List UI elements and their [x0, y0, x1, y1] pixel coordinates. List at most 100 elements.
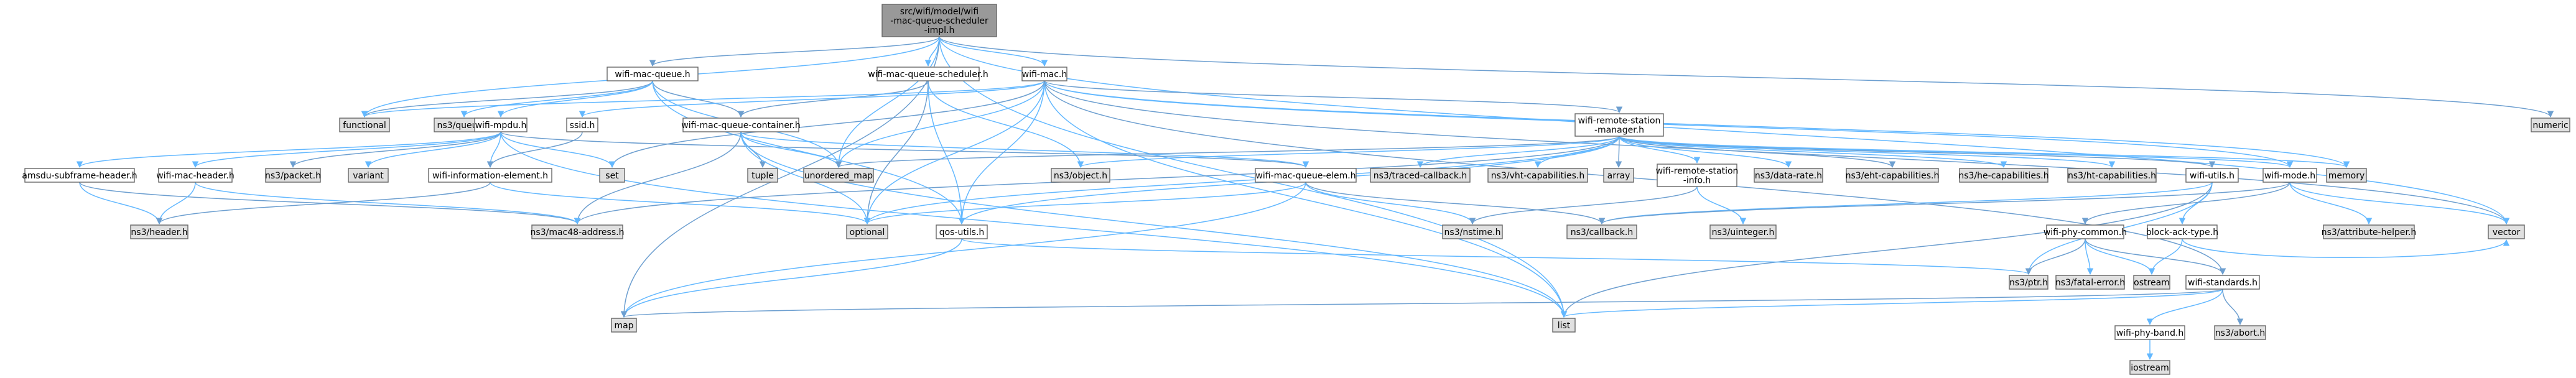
node-label: wifi-mac-queue-scheduler.h — [868, 70, 988, 80]
node-box — [2067, 168, 2157, 183]
edge-root-to-map — [620, 36, 940, 318]
edge-wmpdu-to-nspacket — [289, 131, 501, 168]
node-box — [846, 224, 888, 239]
node-wpb[interactable]: wifi-phy-band.h — [2114, 325, 2185, 340]
edge-wmqc-to-umap — [740, 131, 842, 168]
node-label: -manager.h — [1594, 126, 1644, 136]
node-box — [1566, 224, 1637, 239]
node-label: numeric — [2532, 121, 2568, 131]
node-label: wifi-mac-queue-container.h — [681, 121, 800, 131]
node-label: ns3/mac48-address.h — [531, 228, 625, 237]
edge-wstd-to-list — [1561, 288, 2223, 318]
node-label: ns3/object.h — [1054, 171, 1107, 181]
node-label: qos-utils.h — [939, 228, 985, 237]
edge-wmac-to-memory — [1044, 80, 2350, 168]
node-label: ns3/fatal-error.h — [2055, 278, 2125, 288]
edge-root-to-wmac — [939, 36, 1048, 67]
edge-wstd-to-map — [621, 288, 2223, 318]
node-box — [682, 118, 799, 132]
node-box — [1021, 67, 1067, 81]
dependency-edges — [76, 36, 2554, 361]
node-wpc[interactable]: wifi-phy-common.h — [2044, 224, 2127, 239]
node-qos[interactable]: qos-utils.h — [936, 224, 988, 239]
node-box — [1657, 164, 1737, 187]
node-nsmac48: ns3/mac48-address.h — [531, 224, 625, 239]
node-label: ns3/header.h — [131, 228, 187, 237]
node-wmq[interactable]: wifi-mac-queue.h — [607, 67, 699, 81]
node-box — [876, 67, 980, 81]
node-label: wifi-mode.h — [2264, 171, 2315, 181]
node-label: wifi-utils.h — [2190, 171, 2234, 181]
node-nsdatarate: ns3/data-rate.h — [1754, 168, 1823, 183]
node-label: -impl.h — [924, 25, 955, 35]
edge-bat-to-vector — [2182, 238, 2510, 258]
node-wmac[interactable]: wifi-mac.h — [1021, 67, 1067, 81]
node-nsptr: ns3/ptr.h — [2009, 275, 2048, 290]
node-nseht: ns3/eht-capabilities.h — [1846, 168, 1940, 183]
edge-wrsm-to-nsdatarate — [1619, 136, 1792, 168]
node-label: ns3/ptr.h — [2009, 278, 2048, 288]
edge-wstd-to-nsabort — [2222, 288, 2244, 326]
node-wmqc[interactable]: wifi-mac-queue-container.h — [681, 118, 801, 132]
node-wmqe[interactable]: wifi-mac-queue-elem.h — [1255, 168, 1357, 183]
node-label: ns3/packet.h — [265, 171, 321, 181]
edge-wmac-to-umap — [835, 80, 1045, 168]
edge-wrsm-to-nshe — [1619, 136, 2007, 168]
node-nsfatal: ns3/fatal-error.h — [2055, 275, 2125, 290]
edge-bat-to-ostream — [2148, 238, 2183, 275]
node-label: set — [605, 171, 619, 181]
node-list: list — [1552, 318, 1576, 333]
node-wutils[interactable]: wifi-utils.h — [2185, 168, 2239, 183]
node-nspacket: ns3/packet.h — [265, 168, 321, 183]
node-label: wifi-mac-queue.h — [615, 70, 690, 80]
edge-wpc-to-wstd — [2085, 238, 2226, 275]
edge-root-to-numeric — [939, 36, 2554, 118]
node-nscallback: ns3/callback.h — [1566, 224, 1637, 239]
node-amsdu[interactable]: amsdu-subframe-header.h — [22, 168, 137, 183]
edge-wrsm-to-nsobject — [1077, 136, 1620, 168]
node-ostream: ostream — [2133, 275, 2170, 290]
node-bat[interactable]: block-ack-type.h — [2146, 224, 2218, 239]
edge-wpc-to-nsptr — [2025, 238, 2086, 275]
node-wie[interactable]: wifi-information-element.h — [428, 168, 552, 183]
edge-wmqe-to-optional — [863, 182, 1306, 225]
node-wmode[interactable]: wifi-mode.h — [2262, 168, 2317, 183]
node-box — [265, 168, 321, 183]
node-box — [1552, 318, 1576, 333]
node-wmhdr[interactable]: wifi-mac-header.h — [156, 168, 235, 183]
edge-wie-to-nsheader — [156, 182, 491, 225]
node-label: ns3/eht-capabilities.h — [1846, 171, 1940, 181]
edge-wrsm-to-memory — [1619, 136, 2350, 168]
node-box — [130, 224, 188, 239]
node-ssid[interactable]: ssid.h — [566, 118, 598, 132]
node-wrsm[interactable]: wifi-remote-station-manager.h — [1574, 113, 1664, 137]
edge-root-to-wmq — [649, 36, 940, 67]
node-label: iostream — [2131, 363, 2169, 373]
node-label: ns3/abort.h — [2215, 328, 2265, 338]
node-wmqs[interactable]: wifi-mac-queue-scheduler.h — [868, 67, 988, 81]
node-label: ssid.h — [570, 121, 595, 131]
node-wrsi[interactable]: wifi-remote-station-info.h — [1656, 164, 1739, 187]
edge-wmhdr-to-nsmac48 — [195, 182, 581, 225]
edge-wrsm-to-umap — [835, 136, 1620, 168]
node-box — [611, 318, 637, 333]
node-label: wifi-phy-band.h — [2116, 328, 2184, 338]
node-box — [2009, 275, 2048, 290]
node-wmpdu[interactable]: wifi-mpdu.h — [474, 118, 528, 132]
edge-wmqs-to-qos — [928, 80, 965, 225]
node-wstd[interactable]: wifi-standards.h — [2185, 275, 2260, 290]
node-label: wifi-mpdu.h — [475, 121, 527, 131]
node-box — [2129, 360, 2170, 375]
edge-wrsm-to-nseht — [1619, 136, 1896, 168]
node-box — [2185, 168, 2239, 183]
node-box — [2114, 325, 2185, 340]
node-umap: unordered_map — [803, 168, 874, 183]
node-label: amsdu-subframe-header.h — [22, 171, 137, 181]
node-set: set — [599, 168, 625, 183]
edge-wstd-to-wpb — [2146, 288, 2223, 326]
node-label: ns3/nstime.h — [1444, 228, 1501, 237]
node-label: ns3/data-rate.h — [1755, 171, 1822, 181]
edge-qos-to-map — [620, 238, 962, 318]
edge-wrsi-to-nsuint — [1696, 186, 1747, 225]
node-box — [936, 224, 988, 239]
